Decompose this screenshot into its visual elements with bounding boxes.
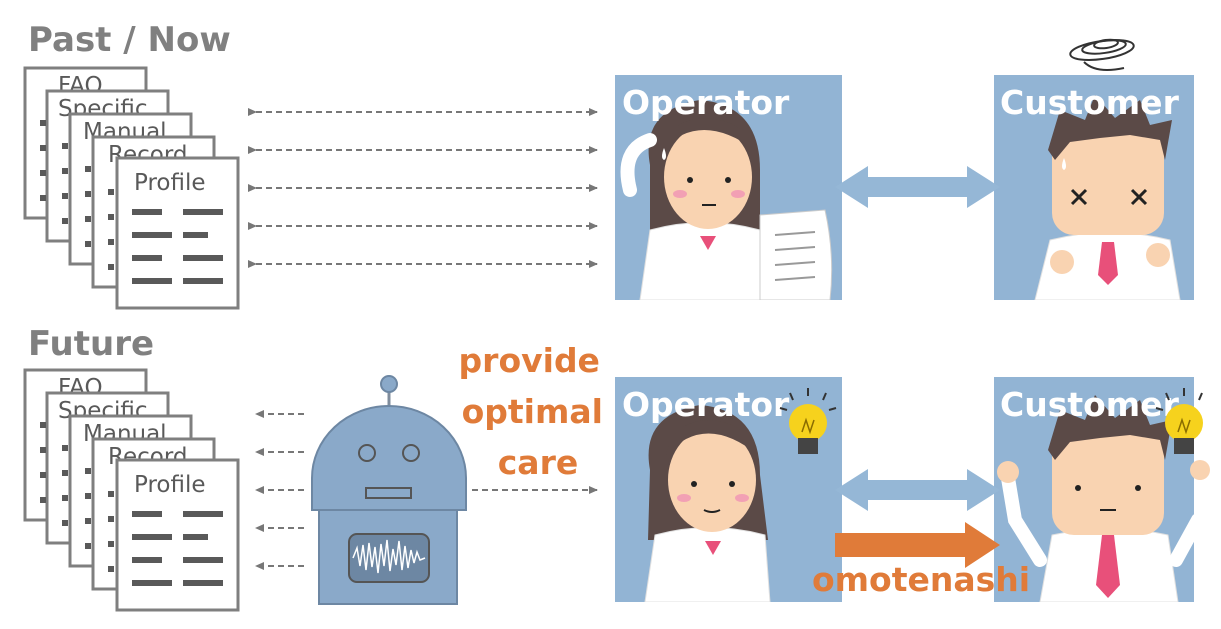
customer-card-future: Customer	[994, 377, 1210, 602]
blue-double-arrow	[835, 469, 1000, 511]
robot-icon	[311, 375, 467, 605]
top-dashed-arrows	[248, 108, 598, 268]
operator-label: Operator	[622, 385, 790, 424]
confusion-swirl-icon	[1069, 38, 1135, 71]
orange-arrow	[835, 522, 1000, 568]
omotenashi-label: omotenashi	[812, 560, 1030, 599]
provide-optimal-care-label: provide optimal care	[459, 341, 615, 482]
document-profile: Profile	[40, 120, 240, 310]
customer-label: Customer	[1000, 83, 1180, 122]
document-stack-past: FAQ Specific Manual Record Profile	[23, 66, 240, 310]
future-heading: Future	[28, 324, 154, 364]
lightbulb-icon	[1155, 388, 1203, 454]
customer-label: Customer	[1000, 385, 1180, 424]
past-now-heading: Past / Now	[28, 20, 231, 60]
document-title: Profile	[134, 170, 206, 196]
operator-card-past: Operator	[615, 75, 842, 300]
operator-card-future: Operator	[615, 377, 842, 602]
bottom-dashed-arrows	[255, 410, 598, 570]
blue-double-arrow	[835, 166, 1000, 208]
operator-label: Operator	[622, 83, 790, 122]
document-title: Profile	[134, 472, 206, 498]
document-stack-future: FAQ Specific Manual Record Profile	[23, 368, 240, 612]
lightbulb-icon	[779, 388, 837, 454]
customer-card-past: Customer	[994, 38, 1194, 300]
document-profile: Profile	[40, 422, 240, 612]
